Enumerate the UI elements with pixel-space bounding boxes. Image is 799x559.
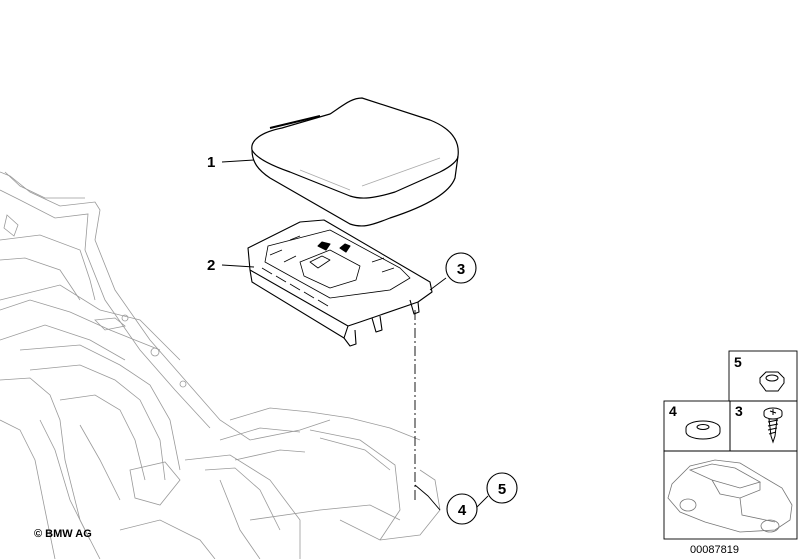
callout-circle-4: 4 [446,493,478,525]
copyright-text: © BMW AG [34,528,92,540]
leader-lines [221,159,489,509]
parts-grid-label-3: 3 [735,403,743,419]
center-console-drawing [0,171,441,559]
parts-grid [663,350,798,540]
parts-grid-label-4: 4 [669,403,677,419]
callout-circle-3-label: 3 [457,261,465,278]
callout-circle-5: 5 [486,472,518,504]
callout-circle-4-label: 4 [458,502,467,519]
armrest-cushion-part [251,97,459,227]
hex-nut-icon [759,371,785,392]
leader-line-3 [429,277,447,291]
callout-circle-3: 3 [445,252,477,284]
car-silhouette-icon [667,459,793,533]
screw-icon [763,407,783,444]
callout-circle-5-label: 5 [498,481,506,498]
callout-label-2: 2 [207,257,215,274]
parts-grid-label-5: 5 [734,354,742,370]
leader-line-4-5 [475,495,489,509]
washer-icon [685,420,721,440]
leader-line-2 [221,264,255,268]
diagram-number: 00087819 [690,544,739,556]
callout-leader-4 [414,484,441,511]
armrest-base-part [247,219,433,347]
callout-label-1: 1 [207,154,215,171]
leader-line-1 [221,159,255,163]
